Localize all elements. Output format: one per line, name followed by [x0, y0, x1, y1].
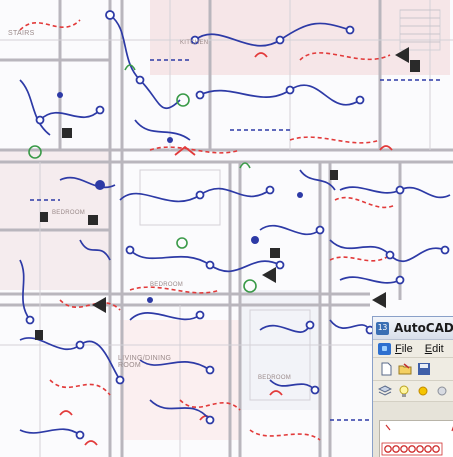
room-label-living-dining: LIVING/DINING ROOM [118, 355, 172, 369]
room-label-kitchen: KITCHEN [180, 40, 209, 46]
window-title: AutoCAD [394, 321, 453, 335]
room-label-stairs: STAIRS [8, 30, 35, 37]
layers-icon[interactable] [377, 383, 393, 399]
autocad-app-icon: 13 [376, 321, 389, 335]
room-label-bedroom-2: BEDROOM [150, 282, 184, 288]
autocad-title-bar[interactable]: 13 AutoCAD [373, 317, 453, 340]
standard-toolbar [373, 358, 453, 381]
lightbulb-icon[interactable] [396, 383, 412, 399]
autocad-window[interactable]: 13 AutoCAD File Edit [372, 316, 453, 457]
document-menu-icon[interactable] [378, 342, 391, 355]
new-file-icon[interactable] [378, 361, 394, 377]
menu-file[interactable]: File [395, 342, 413, 355]
sun-icon[interactable] [415, 383, 431, 399]
room-label-bedroom-1: BEDROOM [52, 210, 86, 216]
open-folder-icon[interactable] [397, 361, 413, 377]
menu-edit[interactable]: Edit [424, 342, 444, 355]
layers-toolbar [373, 381, 453, 402]
save-disk-icon[interactable] [416, 361, 432, 377]
room-label-bedroom-3: BEDROOM [258, 375, 292, 381]
menu-bar: File Edit [373, 340, 453, 358]
drawing-preview[interactable] [379, 420, 453, 457]
snowflake-icon[interactable] [434, 383, 450, 399]
